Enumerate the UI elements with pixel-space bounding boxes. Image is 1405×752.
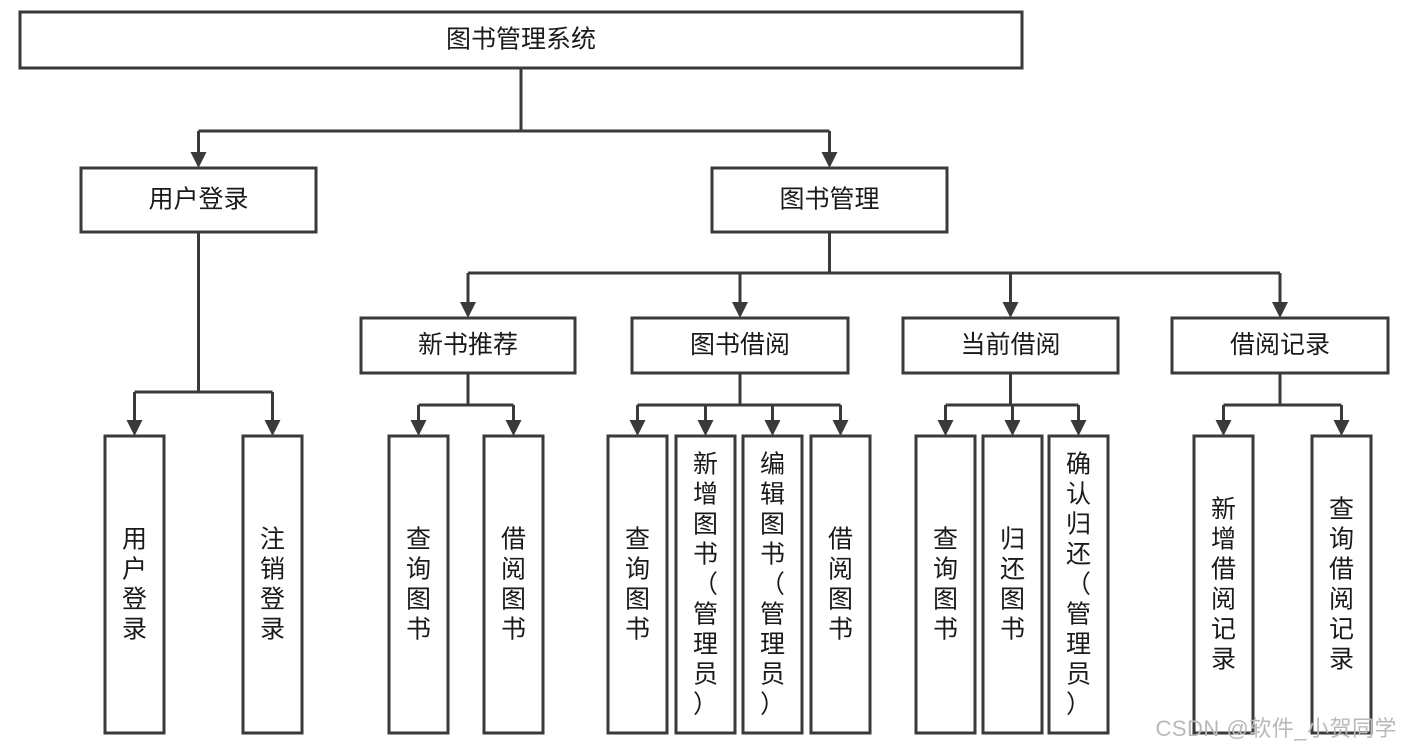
- leaf-node-借阅图书-7[interactable]: 借阅图书: [809, 434, 872, 735]
- arrow-head-icon: [937, 420, 954, 436]
- node-box: [1047, 434, 1110, 735]
- arrow-head-icon: [1002, 302, 1019, 318]
- leaf-node-借阅图书-3[interactable]: 借阅图书: [482, 434, 545, 735]
- node-label: 当前借阅: [960, 331, 1060, 359]
- arrow-head-icon: [126, 420, 143, 436]
- arrow-head-icon: [832, 420, 849, 436]
- node-label: 图书管理: [779, 186, 879, 214]
- leaf-node-查询图书-8[interactable]: 查询图书: [914, 434, 977, 735]
- node-box: [809, 434, 872, 735]
- leaf-node-查询图书-4[interactable]: 查询图书: [606, 434, 669, 735]
- node-box: [606, 434, 669, 735]
- node-box: [674, 434, 737, 735]
- level2-node-图书管理[interactable]: 图书管理: [710, 166, 949, 234]
- node-label: 图书借阅: [690, 331, 790, 359]
- node-label: 用户登录: [148, 186, 248, 214]
- level3-node-新书推荐[interactable]: 新书推荐: [359, 316, 577, 375]
- leaf-node-查询图书-2[interactable]: 查询图书: [387, 434, 450, 735]
- arrow-head-icon: [732, 302, 748, 318]
- node-label: 编辑图书（管理员）: [760, 451, 785, 719]
- node-box: [901, 316, 1120, 375]
- leaf-node-确认归还管理员-10[interactable]: 确认归还（管理员）: [1047, 434, 1110, 735]
- leaf-node-归还图书-9[interactable]: 归还图书: [981, 434, 1044, 735]
- node-box: [482, 434, 545, 735]
- node-label: 查询借阅记录: [1329, 496, 1354, 674]
- arrow-head-icon: [1070, 420, 1087, 436]
- node-box: [241, 434, 304, 735]
- leaf-node-新增图书管理员-5[interactable]: 新增图书（管理员）: [674, 434, 737, 735]
- arrow-head-icon: [264, 420, 281, 436]
- node-label: 注销登录: [260, 526, 285, 644]
- node-box: [1170, 316, 1390, 375]
- leaf-node-编辑图书管理员-6[interactable]: 编辑图书（管理员）: [741, 434, 804, 735]
- node-label: 查询图书: [406, 526, 431, 644]
- node-box: [630, 316, 850, 375]
- arrow-head-icon: [629, 420, 646, 436]
- arrow-head-icon: [460, 302, 476, 318]
- leaf-node-新增借阅记录-11[interactable]: 新增借阅记录: [1192, 434, 1255, 735]
- arrow-head-icon: [1215, 420, 1232, 436]
- node-label: 用户登录: [122, 526, 147, 644]
- node-box: [359, 316, 577, 375]
- node-label: 新书推荐: [418, 331, 518, 359]
- node-label: 新增借阅记录: [1211, 496, 1236, 674]
- node-box: [79, 166, 318, 234]
- arrow-head-icon: [821, 152, 838, 168]
- leaf-node-查询借阅记录-12[interactable]: 查询借阅记录: [1310, 434, 1373, 735]
- node-label: 借阅图书: [501, 526, 526, 644]
- node-label: 借阅记录: [1230, 331, 1330, 359]
- node-layer: 图书管理系统用户登录图书管理新书推荐图书借阅当前借阅借阅记录用户登录注销登录查询…: [18, 10, 1390, 735]
- level3-node-借阅记录[interactable]: 借阅记录: [1170, 316, 1390, 375]
- arrow-head-icon: [764, 420, 781, 436]
- node-box: [914, 434, 977, 735]
- node-label: 新增图书（管理员）: [693, 451, 718, 719]
- node-box: [981, 434, 1044, 735]
- arrow-head-icon: [1004, 420, 1021, 436]
- node-label: 确认归还（管理员）: [1066, 451, 1091, 719]
- node-label: 归还图书: [1000, 526, 1025, 644]
- node-box: [710, 166, 949, 234]
- arrow-head-icon: [697, 420, 714, 436]
- level2-node-用户登录[interactable]: 用户登录: [79, 166, 318, 234]
- node-box: [387, 434, 450, 735]
- leaf-node-注销登录-1[interactable]: 注销登录: [241, 434, 304, 735]
- node-box: [103, 434, 166, 735]
- node-label: 查询图书: [625, 526, 650, 644]
- node-label: 借阅图书: [828, 526, 853, 644]
- node-box: [18, 10, 1024, 70]
- arrow-head-icon: [410, 420, 427, 436]
- arrow-head-icon: [1272, 302, 1288, 318]
- arrow-head-icon: [1333, 420, 1350, 436]
- level3-node-当前借阅[interactable]: 当前借阅: [901, 316, 1120, 375]
- arrow-head-icon: [505, 420, 522, 436]
- node-box: [741, 434, 804, 735]
- level3-node-图书借阅[interactable]: 图书借阅: [630, 316, 850, 375]
- arrow-head-icon: [190, 152, 207, 168]
- leaf-node-用户登录-0[interactable]: 用户登录: [103, 434, 166, 735]
- node-label: 图书管理系统: [446, 26, 596, 54]
- connector-layer: [126, 68, 1350, 436]
- node-box: [1310, 434, 1373, 735]
- node-box: [1192, 434, 1255, 735]
- root-node-图书管理系统[interactable]: 图书管理系统: [18, 10, 1024, 70]
- node-label: 查询图书: [933, 526, 958, 644]
